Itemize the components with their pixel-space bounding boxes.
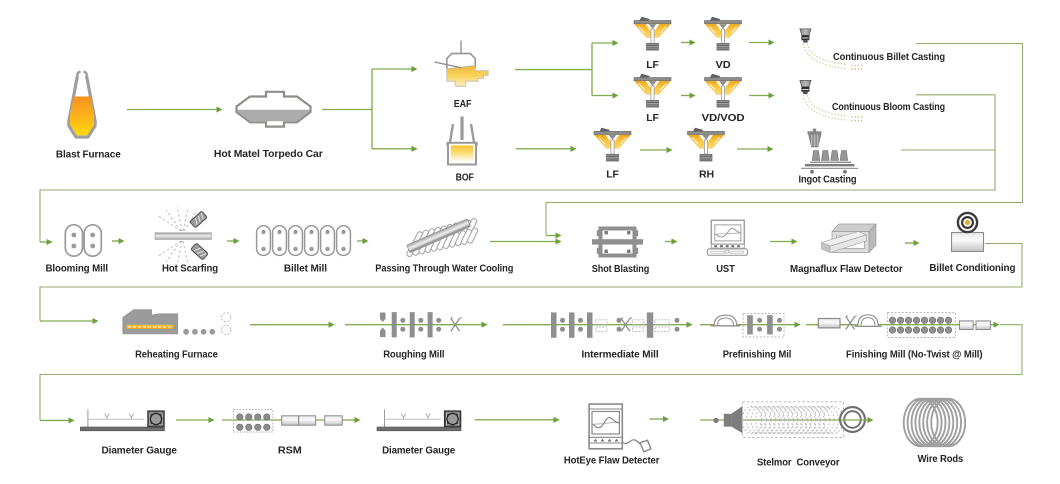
svg-text:Continuous Bloom Casting: Continuous Bloom Casting — [832, 102, 945, 113]
svg-text:LF: LF — [606, 170, 619, 181]
svg-text:Billet Conditioning: Billet Conditioning — [929, 263, 1015, 274]
svg-text:Hot Scarfing: Hot Scarfing — [162, 264, 218, 275]
svg-text:Diameter Gauge: Diameter Gauge — [382, 446, 456, 457]
svg-text:Prefinishing Mil: Prefinishing Mil — [723, 350, 792, 361]
svg-text:Continuous Billet Casting: Continuous Billet Casting — [833, 52, 945, 63]
svg-text:Wire Rods: Wire Rods — [918, 454, 964, 465]
svg-text:Blooming Mill: Blooming Mill — [45, 264, 108, 275]
svg-text:Billet Mill: Billet Mill — [284, 264, 327, 275]
svg-text:RSM: RSM — [278, 446, 302, 457]
svg-text:Blast Furnace: Blast Furnace — [56, 150, 121, 161]
svg-text:Finishing Mill (No-Twist @ Mil: Finishing Mill (No-Twist @ Mill) — [846, 350, 982, 361]
svg-text:LF: LF — [646, 60, 659, 71]
svg-text:LF: LF — [646, 113, 659, 124]
svg-text:Intermediate Mill: Intermediate Mill — [582, 350, 659, 361]
svg-text:Reheating Furnace: Reheating Furnace — [135, 350, 218, 361]
svg-text:Hot Matel Torpedo Car: Hot Matel Torpedo Car — [214, 149, 323, 160]
svg-text:VD: VD — [716, 60, 731, 71]
svg-text:BOF: BOF — [456, 173, 474, 184]
svg-text:Ingot Casting: Ingot Casting — [799, 175, 857, 186]
svg-text:RH: RH — [699, 170, 714, 181]
svg-text:Roughing Mill: Roughing Mill — [383, 350, 445, 361]
svg-text:Passing Through Water Cooling: Passing Through Water Cooling — [375, 264, 513, 275]
svg-text:EAF: EAF — [454, 99, 472, 110]
svg-text:Stelmor Conveyor: Stelmor Conveyor — [757, 458, 840, 469]
svg-text:UST: UST — [716, 264, 735, 275]
svg-text:Shot Blasting: Shot Blasting — [592, 264, 650, 275]
svg-text:Diameter Gauge: Diameter Gauge — [102, 446, 178, 457]
svg-text:VD/VOD: VD/VOD — [702, 113, 745, 124]
svg-text:Magnaflux Flaw Detector: Magnaflux Flaw Detector — [790, 264, 903, 275]
svg-text:HotEye Flaw Detecter: HotEye Flaw Detecter — [564, 456, 660, 467]
